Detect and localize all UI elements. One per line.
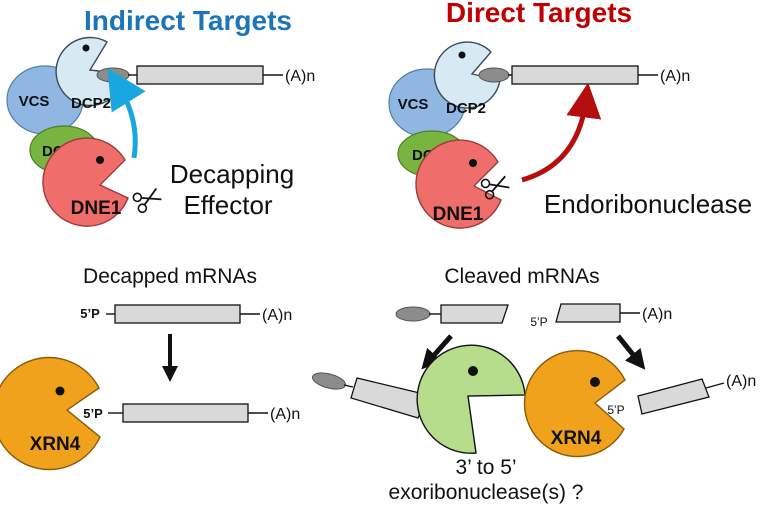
five-prime-phosphate-label: 5’P: [607, 403, 624, 417]
mrna-body: [136, 65, 264, 85]
decapping-complex-right: VCS DCP1 DCP2 DNE1: [388, 41, 512, 229]
xrn4-left: XRN4: [0, 356, 101, 471]
polya-tail-label: (A)n: [642, 306, 672, 323]
dcp2-label: DCP2: [71, 95, 111, 112]
decapped-mrna-degrading: 5’P (A)n: [83, 403, 300, 423]
decapping-effector-line2: Effector: [183, 190, 272, 220]
exo-label-line1: 3’ to 5’: [455, 456, 516, 479]
xrn4-eye: [590, 377, 600, 387]
polya-tail-label: (A)n: [262, 307, 292, 324]
dne1-label: DNE1: [433, 204, 484, 225]
dne1-label: DNE1: [71, 198, 122, 219]
decapping-complex-left: VCS DCP1 DCP2 DNE1: [6, 36, 165, 227]
decapping-arrow: [107, 68, 146, 159]
vcs-label: VCS: [398, 96, 429, 113]
cleaved-mrnas-title: Cleaved mRNAs: [444, 265, 599, 288]
cap-icon: [311, 372, 347, 390]
decapping-effector-line1: Decapping: [170, 159, 294, 189]
cleavage-arrow: [521, 82, 602, 183]
xrn4-eye: [55, 386, 65, 396]
cleaved-mrna-5prime-fragment: [395, 304, 509, 324]
cap-icon: [478, 67, 510, 83]
xrn4-protein: [523, 349, 626, 458]
arrow-to-xrn4: [616, 334, 646, 370]
3prime-fragment-degrading: 5’P (A)n: [607, 373, 756, 417]
five-prime-phosphate-label: 5’P: [80, 306, 100, 321]
vcs-label: VCS: [19, 93, 50, 110]
dcp2-eye: [82, 44, 90, 52]
xrn4-label: XRN4: [30, 434, 81, 455]
polya-tail-label: (A)n: [726, 373, 756, 390]
cap-icon: [395, 306, 431, 322]
capped-mrna-left: (A)n: [96, 65, 315, 85]
xrn4-label: XRN4: [551, 428, 602, 449]
cleaved-mrna-3prime-fragment: 5’P (A)n: [530, 303, 672, 329]
exoribonuclease-protein: [416, 344, 526, 454]
scissors-icon: [479, 171, 512, 201]
exo-eye: [468, 366, 478, 376]
arrow-to-exo: [421, 334, 453, 370]
xrn4-protein: [0, 356, 101, 471]
direct-targets-header: Direct Targets: [446, 0, 632, 28]
dne1-eye: [96, 156, 104, 164]
dcp2-label: DCP2: [446, 100, 486, 117]
exo-label-line2: exoribonuclease(s) ?: [389, 481, 584, 504]
xrn4-right: XRN4: [523, 349, 626, 458]
capped-mrna-right: (A)n: [478, 65, 690, 85]
cap-icon: [96, 67, 130, 83]
dcp2-eye: [458, 51, 466, 59]
mrna-body: [511, 65, 639, 85]
dne1-eye: [469, 159, 477, 167]
scissors-icon: [131, 183, 165, 215]
capped-fragment-degrading: [311, 372, 429, 419]
dne1-protein: [42, 137, 129, 227]
polya-tail-label: (A)n: [270, 406, 300, 423]
dne1-protein: [415, 139, 502, 229]
decapped-mrna: 5’P (A)n: [80, 304, 292, 324]
five-prime-phosphate-label: 5’P: [530, 315, 547, 329]
five-prime-phosphate-label: 5’P: [83, 406, 103, 421]
endoribonuclease-label: Endoribonuclease: [544, 189, 752, 219]
indirect-targets-header: Indirect Targets: [84, 5, 292, 36]
polya-tail-label: (A)n: [285, 68, 315, 85]
polya-tail-label: (A)n: [660, 68, 690, 85]
dcp2-protein: [433, 41, 501, 109]
decapped-mrnas-title: Decapped mRNAs: [83, 265, 257, 288]
